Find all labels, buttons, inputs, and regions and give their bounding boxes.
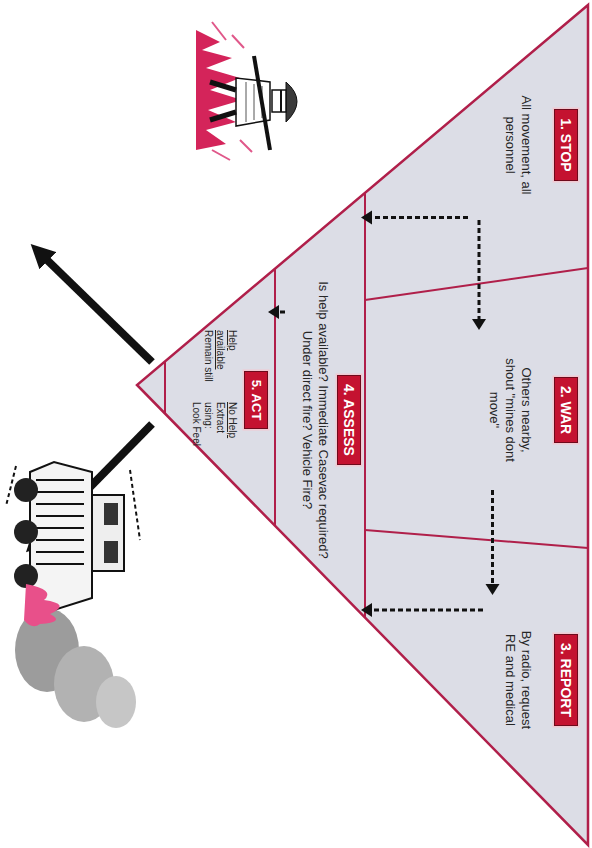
goggles bbox=[280, 90, 282, 112]
row-divider bbox=[164, 361, 166, 413]
vehicle-cab bbox=[92, 495, 124, 571]
vehicle-window bbox=[104, 503, 118, 525]
hull-slats bbox=[36, 480, 84, 564]
step-cell: 2. WAR Others nearby, shout "mines dont m… bbox=[468, 330, 578, 490]
option-text: Remain still bbox=[202, 330, 214, 392]
arrow-head bbox=[361, 211, 372, 225]
arrow-head bbox=[268, 305, 279, 319]
option-text: Help available bbox=[214, 330, 238, 392]
vehicle-window bbox=[104, 541, 118, 563]
step-text: Others nearby, shout "mines dont move" bbox=[486, 355, 534, 465]
arrow-shaft bbox=[491, 490, 494, 587]
arrow-head bbox=[486, 584, 500, 595]
motion-lines bbox=[130, 470, 140, 540]
fire bbox=[24, 584, 60, 626]
flow-arrow bbox=[268, 305, 285, 319]
step-cell: 4. ASSESSIs help available? Immediate Ca… bbox=[285, 215, 361, 625]
step-label: 3. REPORT bbox=[554, 634, 578, 726]
step-cell: 1. STOP All movement, all personnel bbox=[468, 70, 578, 220]
step-cell: 5. ACTHelp availableRemain still No HelpE… bbox=[162, 290, 268, 510]
arrow-shaft bbox=[478, 220, 481, 322]
leg bbox=[210, 82, 236, 90]
rifle bbox=[254, 56, 270, 150]
vehicle-illustration bbox=[6, 462, 140, 728]
step-text: Is help available? Immediate Casevac req… bbox=[299, 268, 331, 573]
step-label: 1. STOP bbox=[554, 109, 578, 180]
flow-arrow bbox=[361, 211, 468, 225]
leg bbox=[210, 112, 236, 120]
option-text: No Help bbox=[226, 402, 238, 446]
step-cell: 3. REPORT By radio, request RE and medica… bbox=[483, 595, 578, 765]
wheel bbox=[14, 478, 38, 502]
step-label: 4. ASSESS bbox=[337, 375, 361, 465]
option-text: Extract using: Look Feel bbox=[190, 402, 226, 446]
row-divider bbox=[274, 269, 276, 526]
pyramid-outline bbox=[137, 5, 588, 845]
arrow-head bbox=[472, 319, 486, 330]
blast-splash bbox=[196, 30, 242, 150]
arrow-shaft bbox=[369, 609, 483, 612]
option-column: No HelpExtract using: Look Feel bbox=[190, 402, 238, 446]
flow-arrow bbox=[472, 220, 486, 330]
motion-lines bbox=[6, 466, 16, 506]
row-divider bbox=[364, 193, 366, 618]
soldier-illustration bbox=[196, 22, 297, 160]
arrow-head bbox=[361, 603, 372, 617]
step-label: 2. WAR bbox=[554, 377, 578, 443]
option-column: Help availableRemain still bbox=[202, 330, 238, 392]
smoke-cloud bbox=[96, 676, 136, 728]
step-text: By radio, request RE and medical bbox=[502, 623, 534, 738]
face bbox=[272, 90, 286, 112]
cell-divider bbox=[365, 268, 588, 300]
flow-arrow bbox=[361, 603, 483, 617]
cell-divider bbox=[365, 530, 588, 548]
arrow-shaft bbox=[369, 216, 468, 219]
step-text: All movement, all personnel bbox=[502, 95, 534, 195]
helmet bbox=[286, 82, 297, 122]
flow-arrow bbox=[486, 490, 500, 595]
outcome-arrow bbox=[45, 258, 152, 362]
step-label: 5. ACT bbox=[244, 371, 268, 430]
arrow-shaft bbox=[276, 311, 285, 314]
wheel bbox=[14, 520, 38, 544]
